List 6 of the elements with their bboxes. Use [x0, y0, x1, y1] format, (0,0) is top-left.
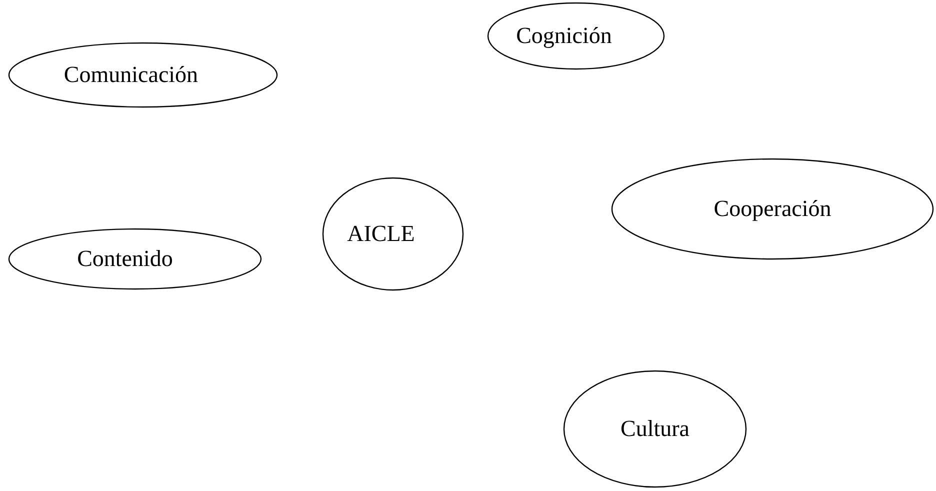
concept-label: AICLE [347, 221, 415, 247]
concept-label: Cultura [620, 416, 690, 442]
concept-label: Cooperación [714, 196, 832, 222]
concept-label: Contenido [77, 246, 173, 272]
concept-label: Cognición [516, 23, 612, 49]
concept-label: Comunicación [64, 62, 198, 88]
